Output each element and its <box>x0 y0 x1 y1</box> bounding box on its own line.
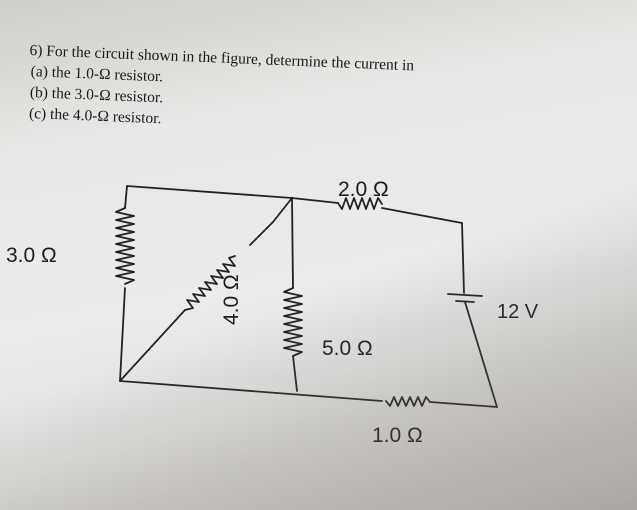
wire-right-upper <box>461 222 465 294</box>
wire-top-left <box>126 185 293 199</box>
wire-top-right-2 <box>381 207 463 224</box>
wire-diag-lower <box>119 309 186 382</box>
resistor-2-ohm <box>337 197 383 210</box>
label-battery: 12 V <box>497 301 539 323</box>
wire-mid-lower <box>292 355 298 392</box>
battery-long-plate <box>447 293 483 297</box>
resistor-4-ohm <box>184 255 236 311</box>
wire-mid-upper <box>291 197 294 289</box>
wire-top-right <box>291 197 339 204</box>
resistor-3-ohm <box>115 207 135 285</box>
wire-bottom-right <box>429 401 498 408</box>
resistor-5-ohm <box>283 287 303 357</box>
wire-bottom-left <box>119 380 383 402</box>
wire-right-lower <box>464 301 498 408</box>
label-3-ohm: 3.0 Ω <box>6 244 57 267</box>
wire-diag-upper <box>249 221 274 246</box>
wire-left-lower <box>119 287 126 382</box>
label-1-ohm: 1.0 Ω <box>372 424 423 447</box>
label-4-ohm: 4.0 Ω <box>220 274 243 325</box>
wire-diag-join <box>272 197 293 223</box>
wire-left-upper <box>124 185 128 209</box>
resistor-1-ohm <box>385 396 431 407</box>
label-2-ohm: 2.0 Ω <box>338 178 389 201</box>
label-5-ohm: 5.0 Ω <box>322 337 373 360</box>
